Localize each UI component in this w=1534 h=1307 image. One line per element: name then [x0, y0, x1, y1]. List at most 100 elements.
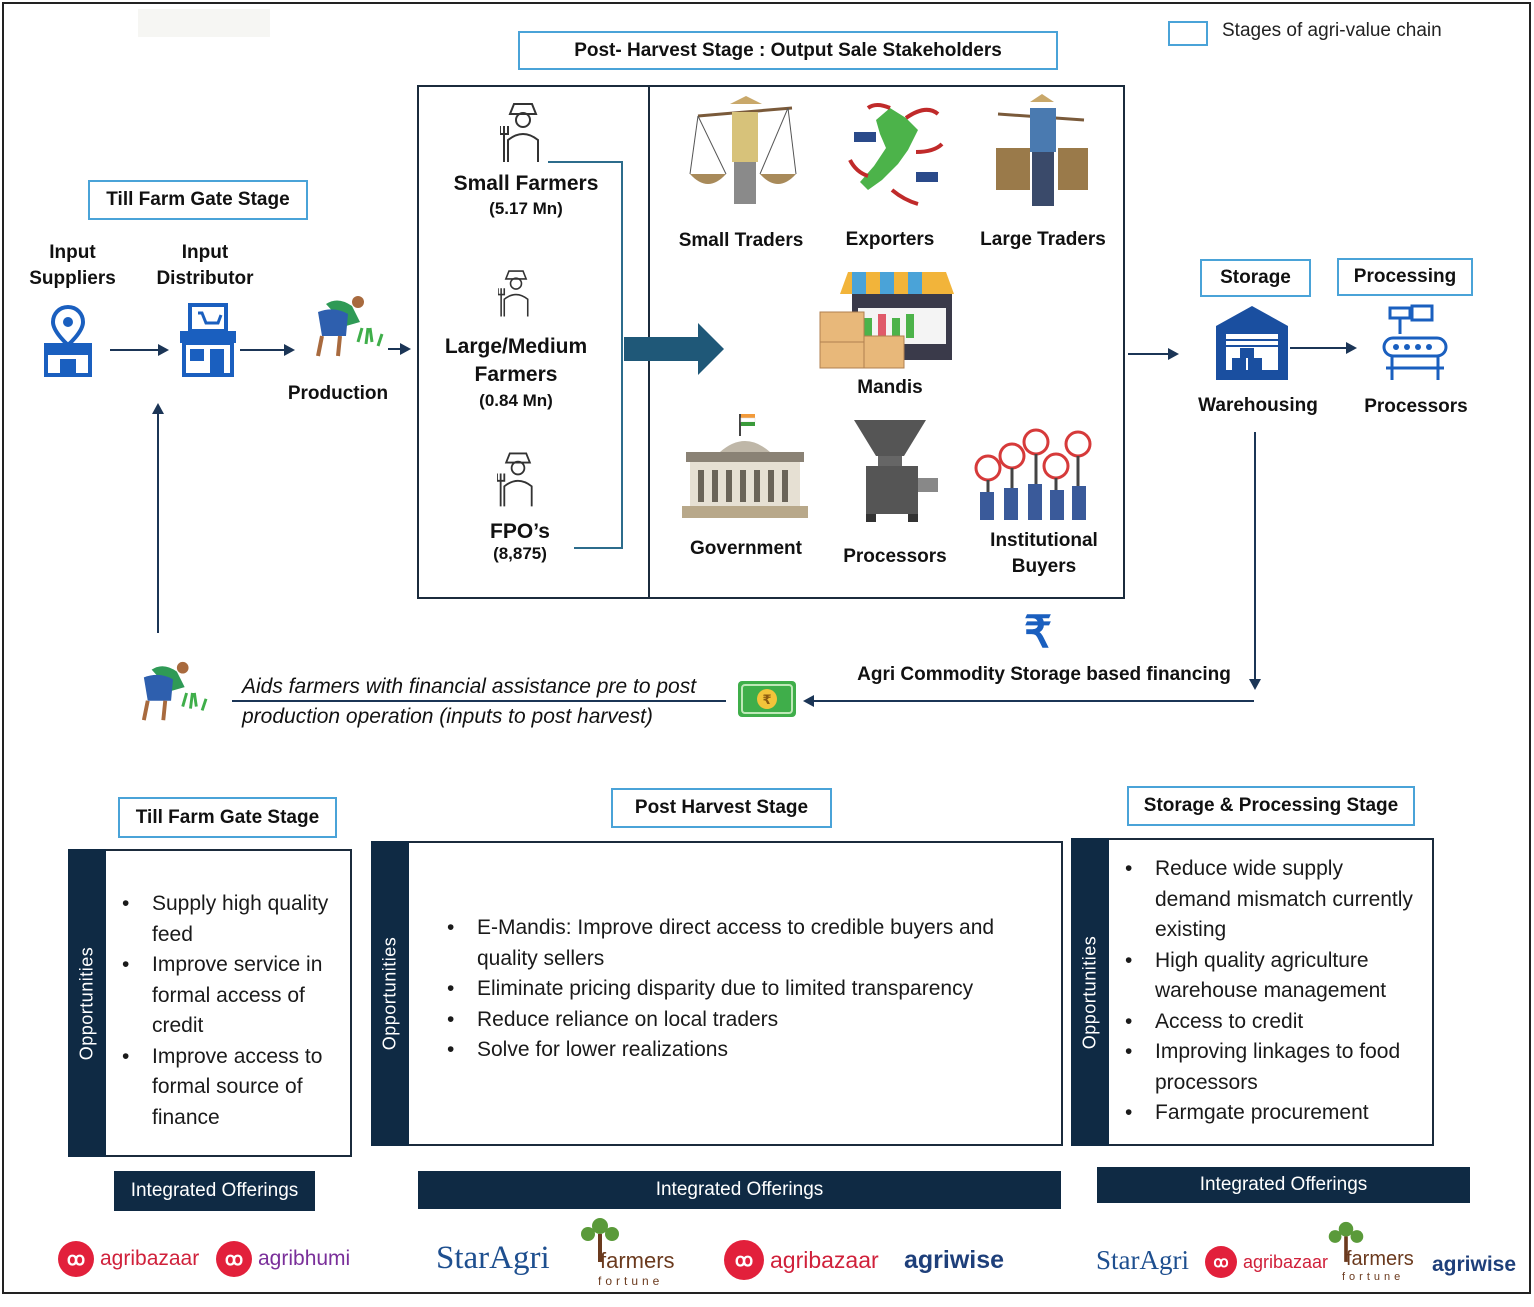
small-trader-icon: [689, 96, 797, 204]
agribazaar-logo: ꝏ agribazaar: [1205, 1246, 1328, 1278]
arrow-head: [400, 343, 411, 355]
input-suppliers-label: Input Suppliers: [29, 242, 116, 289]
production-label: Production: [287, 383, 389, 404]
opportunities-side-label: Opportunities: [371, 841, 409, 1146]
large-medium-farmers-label: Large/Medium Farmers (0.84 Mn): [434, 333, 598, 413]
opportunity-item: Improve service in formal access of cred…: [120, 950, 334, 1042]
government-label: Government: [690, 538, 802, 559]
tree-icon: [1328, 1221, 1364, 1262]
svg-text:₹: ₹: [762, 693, 771, 708]
arrow-to-warehousing: [1128, 353, 1170, 355]
farmer-planting-icon: [141, 661, 208, 721]
institutional-buyers-label: Institutional Buyers: [990, 530, 1098, 577]
mandis-label: Mandis: [857, 377, 923, 398]
arrow-head: [158, 344, 169, 356]
farmer-icon: [500, 103, 539, 162]
money-note-icon: ₹: [738, 681, 796, 717]
till-farm-gate-stage-title: Till Farm Gate Stage: [88, 180, 308, 220]
farmers-fortune-logo: farmers fortune: [1326, 1220, 1414, 1283]
farmer-count: (5.17 Mn): [489, 199, 563, 219]
arrow-distributor-to-production: [240, 349, 286, 351]
agriwise-logo: agriwise: [1432, 1253, 1517, 1276]
faint-placeholder-block: [138, 9, 270, 37]
opportunities-body: Supply high quality feed Improve service…: [106, 849, 352, 1157]
agribazaar-logo: ꝏ agribazaar: [724, 1240, 879, 1280]
opportunity-item: Farmgate procurement: [1123, 1098, 1416, 1129]
farmer-planting-icon: [316, 296, 384, 357]
bracket-bottom: [574, 547, 623, 549]
exporters-map-icon: [848, 103, 944, 206]
institutional-bid-icon: [974, 428, 1092, 520]
post-opportunities-card: Opportunities E-Mandis: Improve direct a…: [371, 841, 1063, 1146]
arrow-head: [284, 344, 295, 356]
arrow-suppliers-to-distributor: [110, 349, 160, 351]
processor-grinder-icon: [854, 420, 938, 522]
bottom-storage-title: Storage & Processing Stage: [1127, 786, 1415, 826]
agribazaar-logo: ꝏ agribazaar: [58, 1241, 199, 1277]
storage-stage-title: Storage: [1200, 259, 1311, 297]
opportunity-item: Access to credit: [1123, 1007, 1416, 1038]
legend-label: Stages of agri-value chain: [1222, 20, 1442, 41]
large-traders-label: Large Traders: [980, 229, 1106, 250]
big-arrow-icon: [624, 323, 724, 375]
line-warehouse-down: [1254, 432, 1256, 680]
opportunities-side-label: Opportunities: [68, 849, 106, 1157]
exporters-label: Exporters: [845, 229, 935, 250]
government-building-icon: [682, 414, 808, 518]
arrow-head: [152, 403, 164, 414]
opportunities-body: Reduce wide supply demand mismatch curre…: [1109, 838, 1434, 1146]
arrow-head: [803, 695, 814, 707]
bottom-post-title: Post Harvest Stage: [611, 788, 832, 828]
rupee-icon: ₹: [1024, 608, 1052, 657]
farmers-fortune-logo: farmers fortune: [578, 1216, 675, 1288]
arrow-head: [1168, 348, 1179, 360]
storage-opportunities-card: Opportunities Reduce wide supply demand …: [1071, 838, 1434, 1146]
staragri-logo: StarAgri: [1096, 1245, 1189, 1275]
storage-integrated-offerings: Integrated Offerings: [1097, 1167, 1470, 1203]
processors-right-label: Processors: [1364, 396, 1468, 417]
bracket-top: [548, 161, 623, 163]
fpos-label: FPO’s (8,875): [470, 520, 570, 564]
till-integrated-offerings: Integrated Offerings: [114, 1171, 315, 1211]
line-up-to-distributor: [157, 414, 159, 633]
opportunity-item: E-Mandis: Improve direct access to credi…: [445, 913, 1031, 974]
agribazaar-badge-icon: ꝏ: [58, 1241, 94, 1277]
agriwise-logo: agriwise: [904, 1246, 1005, 1274]
aid-text-line-1: Aids farmers with financial assistance p…: [242, 675, 697, 698]
agribhumi-logo: ꝏ agribhumi: [216, 1241, 350, 1277]
agribhumi-badge-icon: ꝏ: [216, 1241, 252, 1277]
farmer-name: Small Farmers: [453, 172, 599, 195]
opportunities-body: E-Mandis: Improve direct access to credi…: [409, 841, 1063, 1146]
arrow-head: [1346, 342, 1357, 354]
opportunity-item: High quality agriculture warehouse manag…: [1123, 946, 1416, 1007]
farmer-count: (8,875): [493, 544, 547, 564]
post-integrated-offerings: Integrated Offerings: [418, 1171, 1061, 1209]
staragri-logo: StarAgri: [436, 1240, 550, 1276]
farmer-icon: [497, 452, 533, 507]
opportunities-side-label: Opportunities: [1071, 838, 1109, 1146]
opportunity-item: Reduce wide supply demand mismatch curre…: [1123, 854, 1416, 946]
farmer-icon: [498, 270, 529, 317]
small-farmers-label: Small Farmers (5.17 Mn): [440, 170, 612, 221]
small-traders-label: Small Traders: [678, 230, 804, 251]
processing-stage-title: Processing: [1337, 258, 1473, 296]
tree-icon: [581, 1218, 619, 1262]
post-harvest-stage-title: Post- Harvest Stage : Output Sale Stakeh…: [518, 31, 1058, 70]
mandi-market-icon: [819, 272, 954, 369]
farmer-name: FPO’s: [490, 520, 550, 543]
large-trader-icon: [996, 94, 1088, 206]
store-location-icon: [44, 305, 92, 377]
opportunity-item: Improving linkages to food processors: [1123, 1037, 1416, 1098]
farmer-name: Large/Medium Farmers: [444, 335, 588, 387]
agribazaar-badge-icon: ꝏ: [724, 1240, 764, 1280]
opportunity-item: Solve for lower realizations: [445, 1035, 1031, 1066]
warehousing-label: Warehousing: [1198, 395, 1318, 416]
bottom-till-title: Till Farm Gate Stage: [118, 797, 337, 838]
bracket-vertical: [621, 161, 623, 549]
arrow-head: [1249, 679, 1261, 690]
agribazaar-badge-icon: ꝏ: [1205, 1246, 1237, 1278]
opportunity-item: Supply high quality feed: [120, 889, 334, 950]
opportunity-item: Reduce reliance on local traders: [445, 1005, 1031, 1036]
input-distributor-label: Input Distributor: [156, 242, 254, 289]
